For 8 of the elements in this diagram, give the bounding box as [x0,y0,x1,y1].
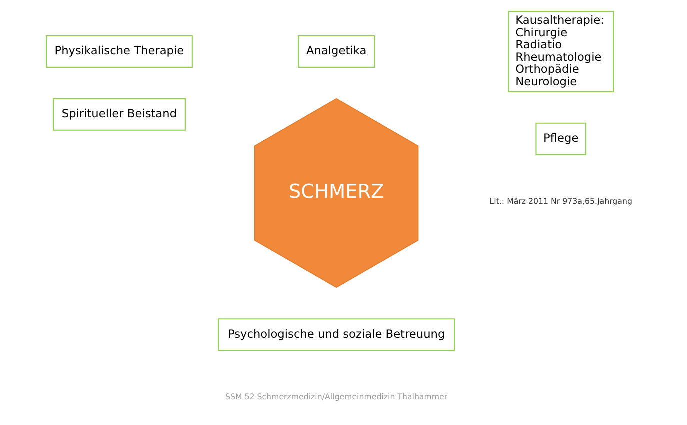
node-box: Pflege [535,122,586,156]
node-box: Spiritueller Beistand [52,98,186,131]
node-box: Psychologische und soziale Betreuung [218,318,455,352]
node-box: Kausaltherapie: Chirurgie Radiatio Rheumatologie Orthopädie Neurologie [508,11,614,92]
node-box: Physikalische Therapie [45,35,192,68]
node-box: Analgetika [298,35,375,68]
label: Lit.: März 2011 Nr 973a,65.Jahrgang [489,196,632,206]
label: SSM 52 Schmerzmedizin/Allgemeinmedizin Thalhammer [225,392,448,402]
